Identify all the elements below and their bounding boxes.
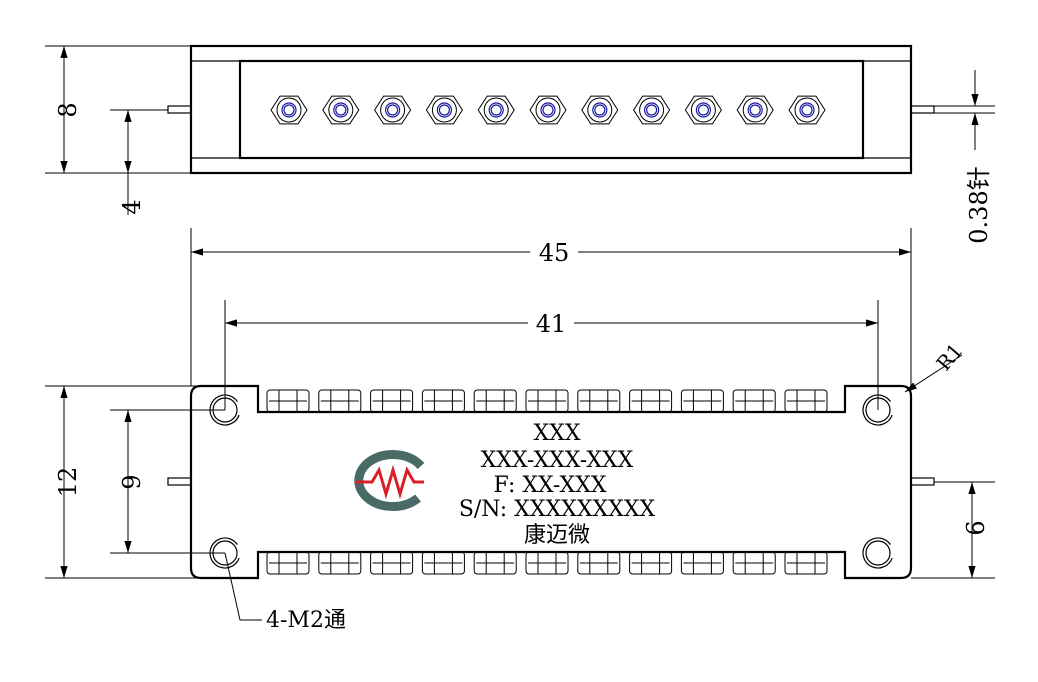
dim-8-label: 8 (54, 102, 82, 117)
connector-bottom-side (784, 551, 828, 575)
front-connectors (266, 389, 828, 575)
connector-top-side (370, 389, 414, 413)
marking-line-1: XXX (534, 421, 581, 446)
radius-leader (904, 354, 963, 393)
connector-bottom-side (680, 551, 724, 575)
connector-bottom-side (266, 551, 310, 575)
connector-top-side (525, 389, 569, 413)
connector-top-side (577, 389, 621, 413)
pin-diameter-label: 0.38针 (965, 166, 993, 243)
dim-45-label: 45 (539, 239, 570, 267)
right-pin (910, 105, 935, 114)
mounting-hole-bottom-right (862, 537, 894, 569)
connector-bottom-side (370, 551, 414, 575)
connector-top-side (680, 389, 724, 413)
connector-top-side (629, 389, 673, 413)
connector-top-side (784, 389, 828, 413)
dim-12-label: 12 (54, 467, 82, 498)
top-connector (529, 95, 567, 125)
top-connectors (270, 95, 826, 125)
marking-line-4: S/N: XXXXXXXXX (459, 497, 656, 522)
radius-label: R1 (931, 338, 967, 375)
dim-6-label: 6 (962, 520, 990, 535)
dim-9-label: 9 (118, 474, 146, 489)
front-left-pin (167, 477, 192, 486)
company-logo (354, 450, 425, 512)
top-connector (788, 95, 826, 125)
connector-top-side (266, 389, 310, 413)
top-view-recess (238, 59, 865, 160)
connector-bottom-side (318, 551, 362, 575)
holes-label: 4-M2通 (266, 608, 346, 633)
connector-bottom-side (473, 551, 517, 575)
top-connector (270, 95, 308, 125)
top-view: 8 4 0.38针 (45, 44, 995, 244)
top-connector (374, 95, 412, 125)
marking-line-2: XXX-XXX-XXX (481, 448, 634, 473)
marking-line-3: F: XX-XXX (493, 473, 606, 498)
left-pin (167, 105, 192, 114)
dim-41-label: 41 (536, 310, 567, 338)
connector-bottom-side (577, 551, 621, 575)
top-connector (736, 95, 774, 125)
top-connector (633, 95, 671, 125)
connector-bottom-side (525, 551, 569, 575)
connector-top-side (421, 389, 465, 413)
connector-bottom-side (421, 551, 465, 575)
dim-4-label: 4 (118, 199, 146, 214)
holes-leader (224, 552, 262, 621)
marking-line-5: 康迈微 (524, 523, 590, 548)
front-view: XXX XXX-XXX-XXX F: XX-XXX S/N: XXXXXXXXX… (45, 228, 995, 633)
connector-top-side (318, 389, 362, 413)
top-connector (684, 95, 722, 125)
connector-top-side (473, 389, 517, 413)
top-view-body (189, 44, 913, 175)
connector-bottom-side (732, 551, 776, 575)
top-connector (581, 95, 619, 125)
top-connector (477, 95, 515, 125)
connector-bottom-side (629, 551, 673, 575)
top-connector (425, 95, 463, 125)
front-right-pin (910, 477, 935, 486)
connector-top-side (732, 389, 776, 413)
top-connector (322, 95, 360, 125)
